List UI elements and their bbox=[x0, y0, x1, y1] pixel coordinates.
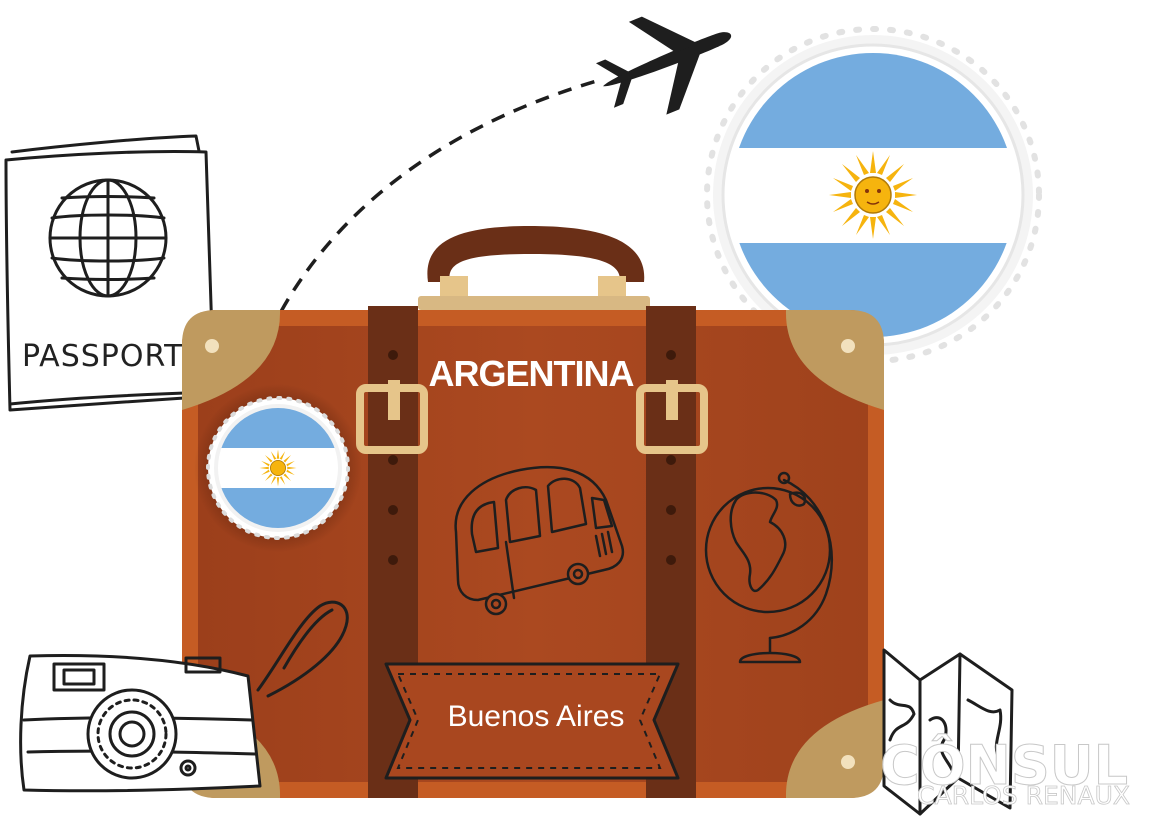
argentina-flag-badge-small bbox=[194, 384, 362, 552]
logo-name-text: CÔNSUL bbox=[880, 734, 1128, 797]
airplane-icon bbox=[595, 16, 732, 115]
suitcase-handle bbox=[427, 226, 645, 282]
sun-of-may-icon bbox=[259, 449, 297, 487]
globe-icon bbox=[704, 471, 834, 664]
bus-icon bbox=[454, 465, 625, 616]
map-icon bbox=[882, 648, 1014, 816]
logo-subtitle-text: CARLOS RENAUX bbox=[917, 781, 1130, 810]
suitcase-corner-bottom-right bbox=[785, 700, 884, 798]
city-banner-label: Buenos Aires bbox=[448, 700, 625, 733]
passport-icon bbox=[4, 134, 216, 412]
logo-top-text: COLÉGIO bbox=[1022, 723, 1118, 742]
camera-icon bbox=[19, 600, 349, 793]
sun-of-may-icon bbox=[829, 151, 917, 239]
colegio-consul-logo: COLÉGIO CÔNSUL CARLOS RENAUX bbox=[880, 723, 1131, 810]
flight-path bbox=[244, 78, 601, 401]
city-banner bbox=[384, 662, 680, 780]
suitcase: ARGENTINA Buenos Aires bbox=[182, 226, 884, 798]
suitcase-title: ARGENTINA bbox=[429, 353, 635, 394]
suitcase-corner-top-right bbox=[785, 310, 884, 410]
suitcase-corner-top-left bbox=[182, 310, 281, 410]
passport-label: PASSPORT bbox=[22, 339, 183, 374]
